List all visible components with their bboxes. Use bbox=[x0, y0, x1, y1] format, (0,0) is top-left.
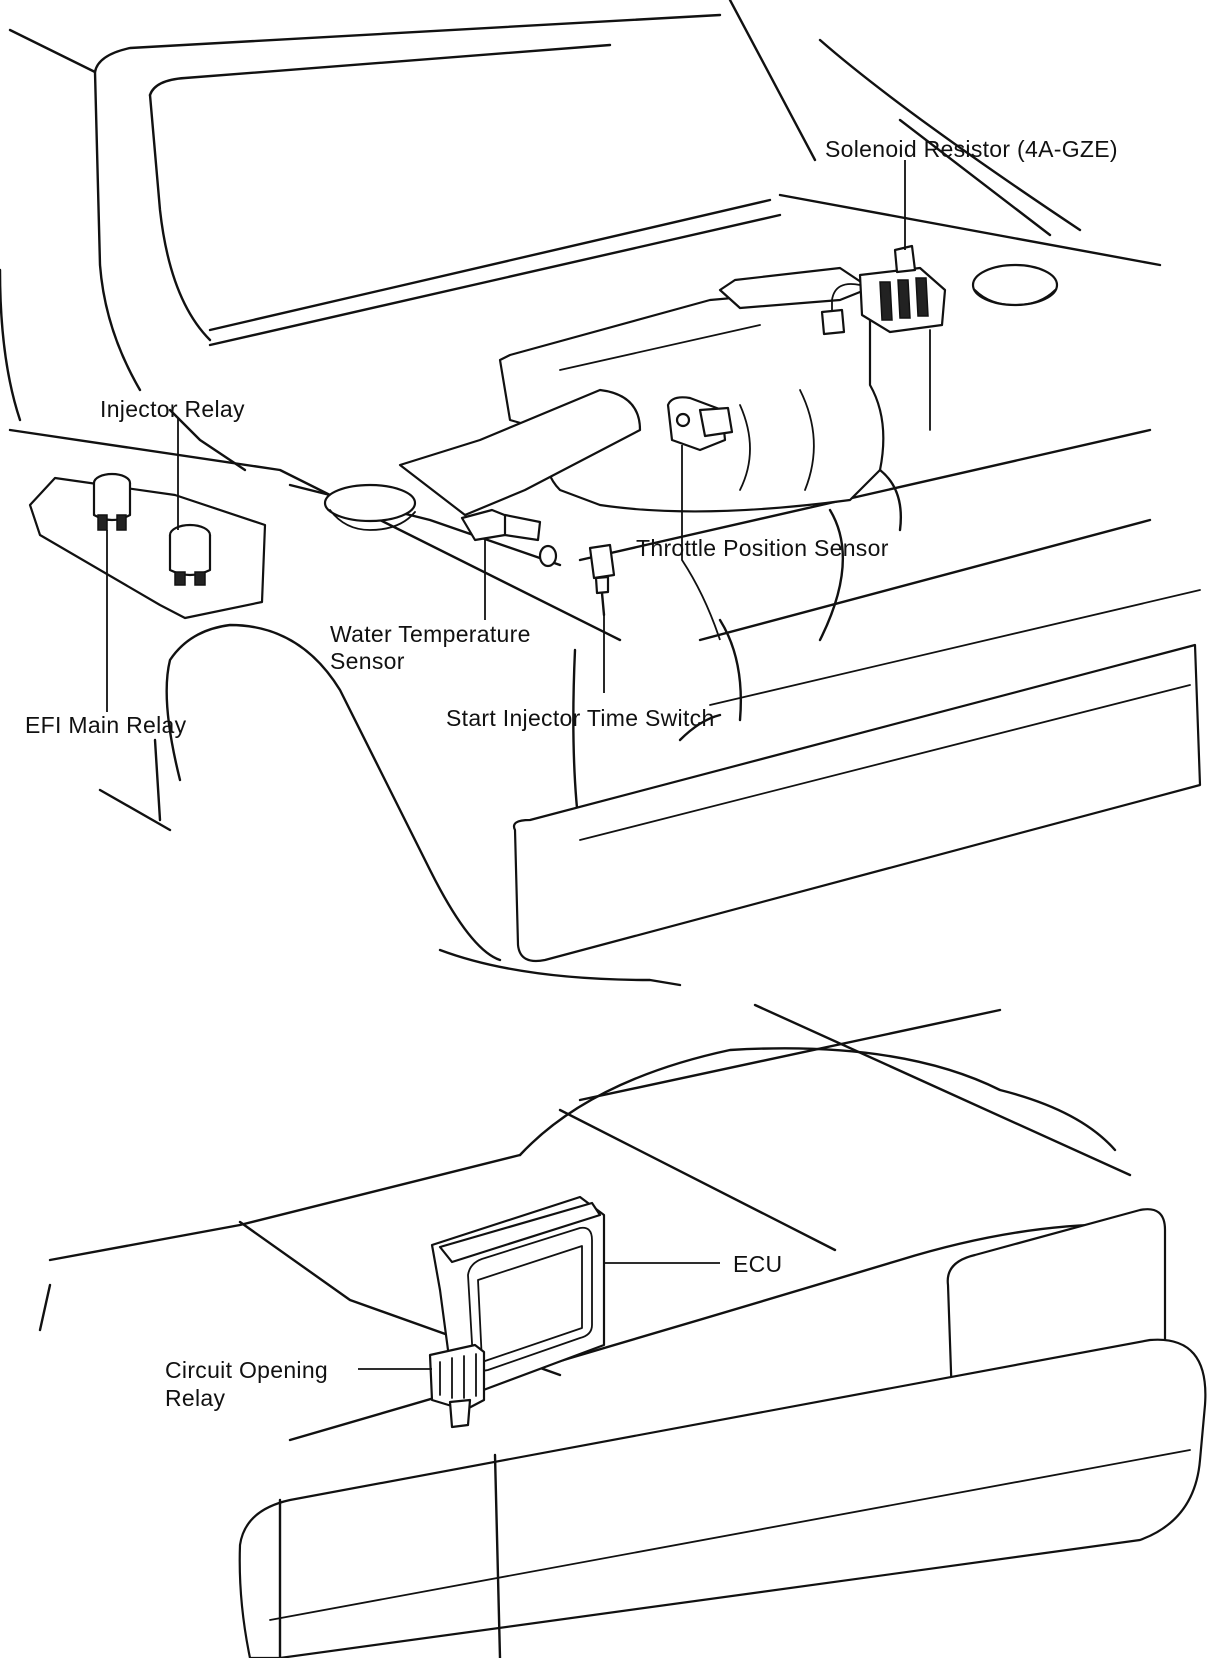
leader-lines-lower bbox=[358, 1262, 720, 1370]
label-circuit-opening-line1: Circuit Opening bbox=[165, 1357, 328, 1383]
throttle-position-sensor-part bbox=[666, 396, 734, 452]
label-start-injector-time-switch: Start Injector Time Switch bbox=[446, 705, 715, 731]
front-car-body bbox=[0, 0, 1202, 987]
label-efi-main-relay: EFI Main Relay bbox=[25, 712, 187, 738]
label-circuit-opening-line2: Relay bbox=[165, 1385, 226, 1411]
label-throttle-position-sensor: Throttle Position Sensor bbox=[636, 535, 889, 561]
circuit-opening-relay-part bbox=[428, 1343, 486, 1429]
label-solenoid-resistor: Solenoid Resistor (4A-GZE) bbox=[825, 136, 1118, 162]
label-water-temperature-line1: Water Temperature bbox=[330, 621, 531, 647]
water-temperature-sensor-part bbox=[460, 508, 558, 568]
leader-lines-upper bbox=[106, 160, 906, 712]
rear-car-body bbox=[38, 1003, 1207, 1658]
solenoid-resistor-part bbox=[820, 244, 947, 336]
injector-relay-part bbox=[168, 523, 212, 586]
engine-block bbox=[323, 263, 1059, 642]
label-ecu: ECU bbox=[733, 1251, 782, 1277]
label-water-temperature-line2: Sensor bbox=[330, 648, 405, 674]
efi-main-relay-part bbox=[92, 472, 132, 531]
start-injector-time-switch-part bbox=[588, 543, 616, 617]
label-injector-relay: Injector Relay bbox=[100, 396, 245, 422]
